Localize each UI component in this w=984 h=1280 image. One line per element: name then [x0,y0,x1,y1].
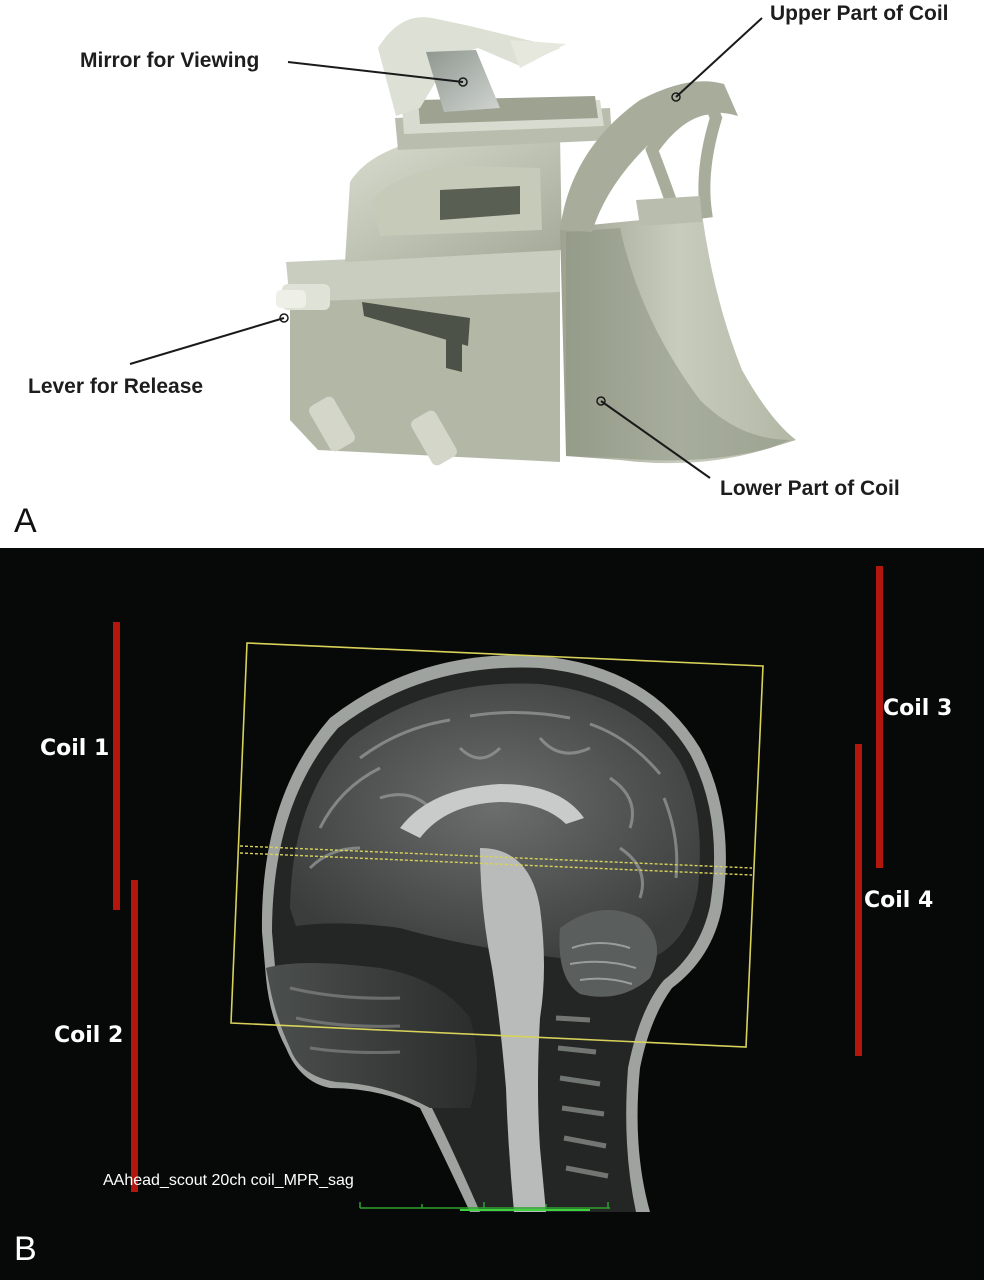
coil-2-bar [131,880,138,1192]
slice-line-upper [239,845,753,869]
coil-3-label: Coil 3 [883,696,952,721]
leader-line-lever [129,317,285,365]
coil-2-label: Coil 2 [54,1023,123,1048]
panel-letter-a: A [14,502,37,540]
panel-letter-b: B [14,1230,37,1268]
leader-line-mirror [287,61,464,83]
leader-dot-lever [279,313,289,323]
coil-1-label: Coil 1 [40,736,109,761]
panel-b: Coil 1 Coil 2 Coil 3 Coil 4 AAhead_scout… [0,548,984,1280]
leader-line-upper [675,17,763,98]
scan-caption: AAhead_scout 20ch coil_MPR_sag [103,1172,354,1189]
callout-lever: Lever for Release [28,375,203,398]
head-coil-illustration [276,17,796,466]
callout-mirror: Mirror for Viewing [80,49,259,72]
slice-line-lower [239,852,753,876]
leader-line-lower [600,400,711,479]
coil-3-bar [876,566,883,868]
coil-4-label: Coil 4 [864,888,933,913]
panel-b-svg: Coil 1 Coil 2 Coil 3 Coil 4 AAhead_scout… [14,566,952,1268]
mri-sagittal-head-image [261,655,726,1212]
leader-dot-mirror [458,77,468,87]
leader-dot-lower [596,396,606,406]
panel-a: Mirror for Viewing Upper Part of Coil Le… [0,0,984,548]
coil-1-bar [113,622,120,910]
callout-upper: Upper Part of Coil [770,2,949,25]
coil-4-bar [855,744,862,1056]
fov-box [230,642,764,1048]
leader-dot-upper [671,92,681,102]
panel-a-svg: Mirror for Viewing Upper Part of Coil Le… [14,2,949,540]
scale-ruler [359,1202,610,1211]
callout-lower: Lower Part of Coil [720,477,900,500]
